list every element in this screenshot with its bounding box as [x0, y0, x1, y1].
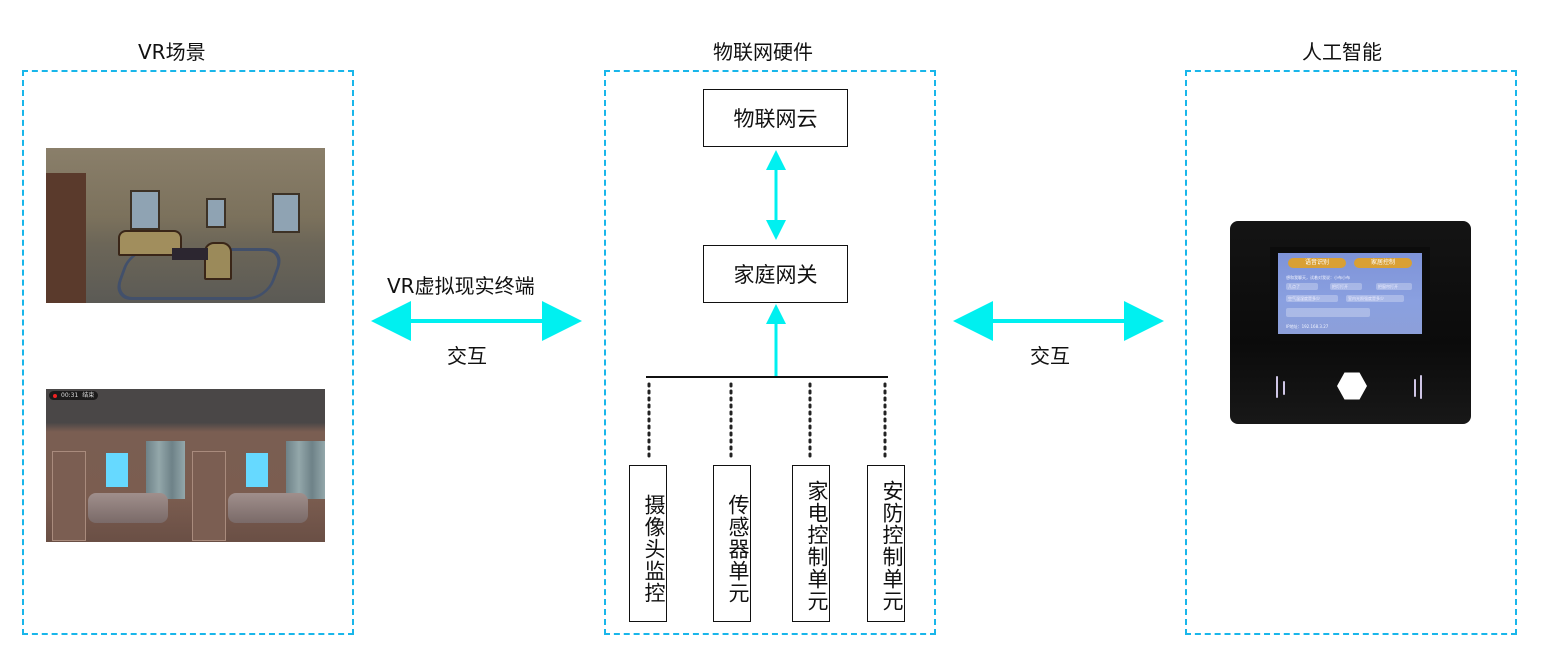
- iot-cloud-node: 物联网云: [703, 89, 848, 147]
- chip-light-on[interactable]: 把灯打开: [1330, 283, 1362, 290]
- speaker-slot: [1283, 381, 1285, 395]
- armchair: [204, 242, 232, 280]
- record-dot-icon: [53, 393, 57, 398]
- chip-curtain-open[interactable]: 把窗帘打开: [1376, 283, 1412, 290]
- vr-scene-image-living-room: [46, 148, 325, 303]
- ai-panel: [1185, 70, 1517, 635]
- vr-terminal-label: VR虚拟现实终端: [387, 274, 535, 298]
- iot-panel: [604, 70, 936, 635]
- vr-panel: [22, 70, 354, 635]
- voice-prompt: 想和我聊天，试着对我说：小布小布: [1286, 275, 1350, 280]
- device-screen-bezel: 语音识别 家居控制 想和我聊天，试着对我说：小布小布 几点了 把灯打开 把窗帘打…: [1270, 247, 1430, 341]
- ai-section-title: 人工智能: [1302, 40, 1382, 64]
- right-interaction-label: 交互: [1030, 344, 1070, 368]
- door: [191, 451, 226, 541]
- window: [206, 198, 226, 228]
- vr-section-title: VR场景: [138, 40, 206, 64]
- window: [130, 190, 160, 230]
- curtain: [146, 441, 185, 499]
- recording-hud: 00:31 结束: [49, 391, 99, 400]
- bus-gateway-arrow: [766, 304, 786, 376]
- unit-sensor: 传感器单元: [713, 465, 751, 622]
- device-lcd: 语音识别 家居控制 想和我聊天，试着对我说：小布小布 几点了 把灯打开 把窗帘打…: [1278, 253, 1422, 334]
- door: [52, 451, 86, 541]
- vr-scene-image-stereo: 00:31 结束: [46, 389, 325, 542]
- left-interaction-label: 交互: [447, 344, 487, 368]
- window: [272, 193, 300, 233]
- table: [172, 248, 208, 260]
- sofa: [88, 493, 168, 523]
- home-control-button[interactable]: 家居控制: [1354, 258, 1412, 268]
- cloud-gateway-arrow: [766, 150, 786, 240]
- iot-section-title: 物联网硬件: [713, 40, 813, 64]
- speaker-slot: [1420, 375, 1422, 399]
- chip-time[interactable]: 几点了: [1286, 283, 1318, 290]
- home-gateway-node: 家庭网关: [703, 245, 848, 303]
- ip-address: IP地址：192.168.3.27: [1286, 324, 1329, 329]
- chip-light-intensity[interactable]: 室内光照强度是多少: [1346, 295, 1404, 302]
- door: [46, 173, 86, 303]
- unit-security-control: 安防控制单元: [867, 465, 905, 622]
- stereo-left-view: [46, 389, 186, 542]
- right-interaction-arrow: [953, 301, 1164, 341]
- control-panel: [245, 453, 268, 487]
- voice-recognition-button[interactable]: 语音识别: [1288, 258, 1346, 268]
- left-interaction-arrow: [371, 301, 582, 341]
- record-status: 结束: [82, 392, 95, 399]
- record-time: 00:31: [61, 392, 79, 399]
- sofa: [118, 230, 182, 256]
- curtain: [285, 441, 325, 499]
- unit-camera-monitor: 摄像头监控: [629, 465, 667, 622]
- stereo-right-view: [185, 389, 325, 542]
- microphone-slot: [1276, 376, 1278, 398]
- control-panel: [106, 453, 128, 487]
- speaker-slot: [1414, 379, 1416, 397]
- hexagon-light-icon: [1337, 372, 1367, 400]
- sofa: [227, 493, 308, 523]
- unit-appliance-control: 家电控制单元: [792, 465, 830, 622]
- ai-smart-panel-device: 语音识别 家居控制 想和我聊天，试着对我说：小布小布 几点了 把灯打开 把窗帘打…: [1230, 221, 1471, 424]
- chip-air-humidity[interactable]: 空气温湿度是多少: [1286, 295, 1338, 302]
- input-bar[interactable]: [1286, 308, 1370, 317]
